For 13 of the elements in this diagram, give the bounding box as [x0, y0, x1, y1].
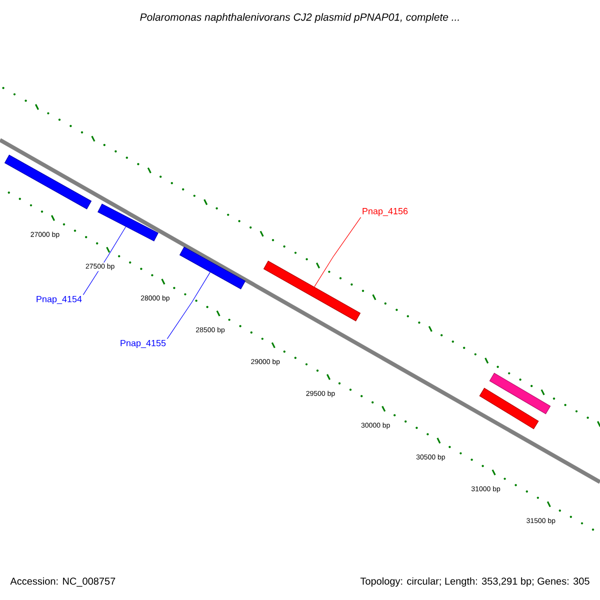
footer-text: Accession: NC_008757 [10, 577, 116, 587]
gene-bar [263, 260, 361, 322]
gene-label: Pnap_4155 [120, 340, 166, 348]
footer-text: Topology: circular; Length: 353,291 bp; Genes: 305 [360, 577, 590, 587]
leader-line [166, 272, 210, 340]
gene-label: Pnap_4156 [362, 208, 408, 216]
gene-bar [479, 388, 539, 430]
gene-bar [98, 204, 158, 242]
title: Polaromonas naphthalenivorans CJ2 plasmid pPNAP01, complete ... [140, 13, 459, 23]
leader-line [82, 226, 126, 296]
leader-line [314, 216, 362, 288]
gene-bar [489, 372, 551, 414]
gene-label: Pnap_4154 [36, 296, 82, 304]
